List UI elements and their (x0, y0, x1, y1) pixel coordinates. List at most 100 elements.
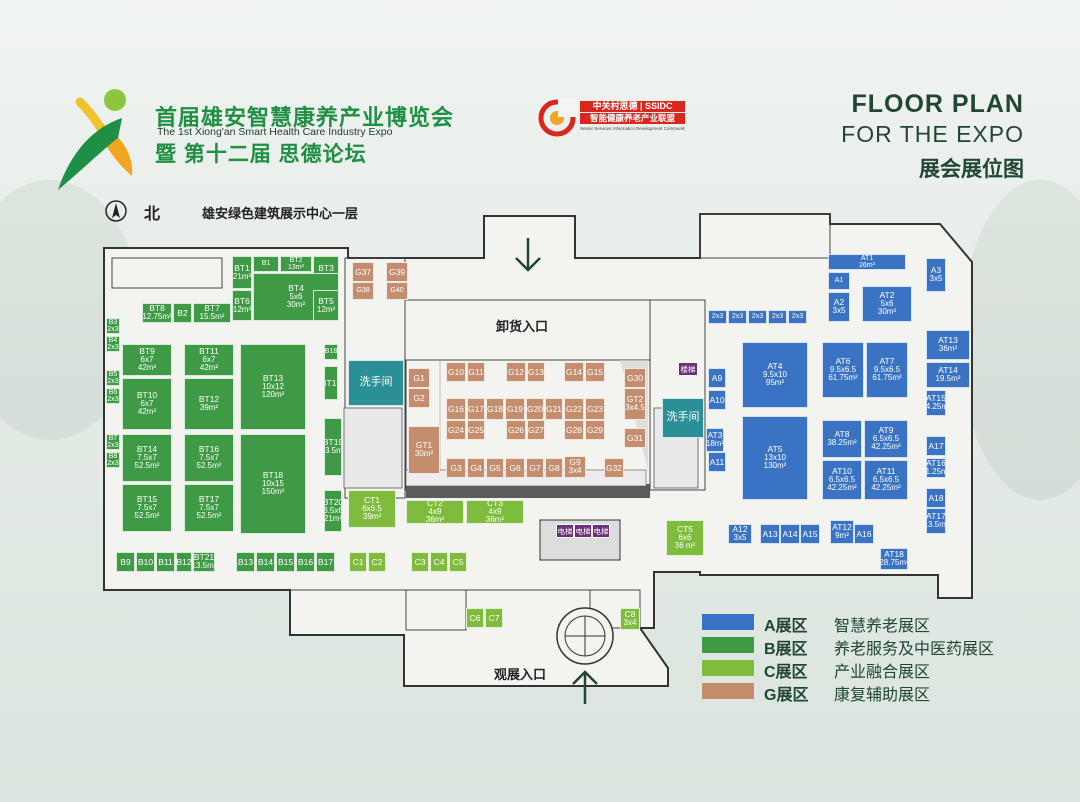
booth-g19[interactable]: G19 (505, 398, 525, 420)
booth-g2[interactable]: G2 (408, 388, 430, 408)
booth-b18[interactable]: B18 (324, 344, 338, 360)
booth-a18[interactable]: A18 (926, 488, 946, 508)
booth-g20[interactable]: G20 (526, 398, 544, 420)
booth-g3[interactable]: G3 (446, 458, 466, 478)
booth-g37[interactable]: G37 (352, 262, 374, 282)
booth-g40[interactable]: G40 (386, 282, 408, 300)
booth-g22[interactable]: G22 (564, 398, 584, 420)
booth-b2[interactable]: B2 (173, 303, 192, 323)
booth-a9[interactable]: A9 (708, 368, 726, 388)
booth-g12[interactable]: G12 (506, 362, 526, 382)
booth-b12[interactable]: B12 (176, 552, 192, 572)
booth-g10[interactable]: G10 (446, 362, 466, 382)
booth-c3[interactable]: C3 (411, 552, 429, 572)
booth-c4[interactable]: C4 (430, 552, 448, 572)
booth-a-small[interactable]: 2x3 (708, 310, 727, 324)
booth-a-small[interactable]: 2x3 (768, 310, 787, 324)
booth-g28[interactable]: G28 (564, 420, 584, 440)
booth-a13[interactable]: A13 (760, 524, 780, 544)
booth-g23[interactable]: G23 (585, 398, 605, 420)
booth-a10[interactable]: A10 (708, 390, 726, 410)
booth-g4[interactable]: G4 (467, 458, 485, 478)
booth-a14[interactable]: A14 (780, 524, 800, 544)
booth-b15[interactable]: B15 (276, 552, 295, 572)
booth-b13[interactable]: B13 (236, 552, 255, 572)
booth-g39[interactable]: G39 (386, 262, 408, 282)
booth-at16[interactable]: AT1611.25m² (926, 458, 946, 478)
booth-b10[interactable]: B10 (136, 552, 155, 572)
booth-bt19b[interactable]: BT1923.5m² (324, 418, 342, 476)
booth-g31[interactable]: G31 (624, 428, 646, 448)
booth-a11[interactable]: A11 (708, 452, 726, 472)
booth-g6[interactable]: G6 (505, 458, 525, 478)
booth-a17[interactable]: A17 (926, 436, 946, 456)
booth-g14[interactable]: G14 (564, 362, 584, 382)
booth-at15[interactable]: AT1514.25m² (926, 390, 946, 416)
booth-g13[interactable]: G13 (527, 362, 545, 382)
booth-c7[interactable]: C7 (485, 608, 503, 628)
booth-at17[interactable]: AT1713.5m² (926, 508, 946, 534)
booth-g21[interactable]: G21 (545, 398, 563, 420)
booth-g7[interactable]: G7 (526, 458, 544, 478)
booth-c2[interactable]: C2 (368, 552, 386, 572)
booth-b17[interactable]: B17 (316, 552, 335, 572)
booth-g38[interactable]: G38 (352, 282, 374, 300)
booth-g11[interactable]: G11 (467, 362, 485, 382)
booth-c5[interactable]: C5 (449, 552, 467, 572)
booth-g24[interactable]: G24 (446, 420, 466, 440)
booth-b16[interactable]: B16 (296, 552, 315, 572)
booth-a-small[interactable]: 2x3 (728, 310, 747, 324)
booth-g30[interactable]: G30 (624, 368, 646, 388)
booth-a1[interactable]: A1 (828, 272, 850, 290)
booth-g27[interactable]: G27 (527, 420, 545, 440)
booth-g17[interactable]: G17 (467, 398, 485, 420)
booth-g18[interactable]: G18 (486, 398, 504, 420)
booth-g8[interactable]: G8 (545, 458, 563, 478)
booth-a15[interactable]: A15 (800, 524, 820, 544)
booth-a16[interactable]: A16 (854, 524, 874, 544)
booth-g1[interactable]: G1 (408, 368, 430, 388)
booth-g16[interactable]: G16 (446, 398, 466, 420)
